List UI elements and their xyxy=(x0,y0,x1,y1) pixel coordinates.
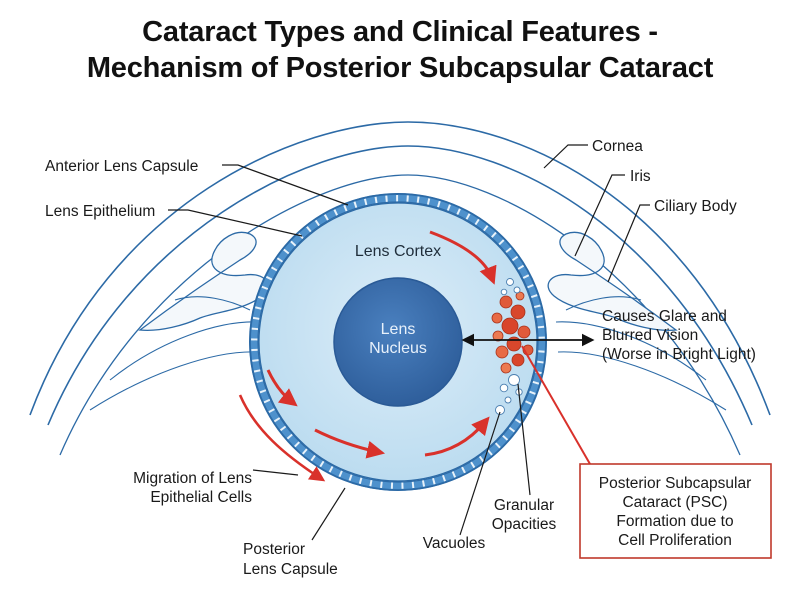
label-iris: Iris xyxy=(630,168,651,185)
lens xyxy=(249,193,547,491)
label-migration-1: Migration of Lens xyxy=(133,470,252,487)
label-posterior-capsule-1: Posterior xyxy=(243,541,305,558)
title-line-1: Cataract Types and Clinical Features - xyxy=(142,16,658,48)
iris-left xyxy=(89,231,269,411)
label-glare-3: (Worse in Bright Light) xyxy=(602,346,756,363)
label-lens-epithelium: Lens Epithelium xyxy=(45,203,155,220)
cell-migration-arrows xyxy=(238,230,497,482)
label-ciliary-body: Ciliary Body xyxy=(654,198,737,215)
label-lens-nucleus-1: Lens xyxy=(381,321,416,338)
label-anterior-lens-capsule: Anterior Lens Capsule xyxy=(45,158,198,175)
label-granular-1: Granular xyxy=(494,497,554,514)
vacuoles xyxy=(495,278,523,415)
cornea-structure xyxy=(29,121,771,456)
psc-line-3: Formation due to xyxy=(616,513,733,530)
iris-right xyxy=(547,231,727,411)
label-glare-1: Causes Glare and xyxy=(602,308,727,325)
label-migration-2: Epithelial Cells xyxy=(150,489,252,506)
psc-line-1: Posterior Subcapsular xyxy=(599,475,752,492)
label-cornea: Cornea xyxy=(592,138,643,155)
label-granular-2: Opacities xyxy=(492,516,557,533)
label-posterior-capsule-2: Lens Capsule xyxy=(243,561,338,578)
psc-line-2: Cataract (PSC) xyxy=(622,494,727,511)
psc-callout-box: Posterior Subcapsular Cataract (PSC) For… xyxy=(579,463,772,559)
label-lens-cortex: Lens Cortex xyxy=(355,243,441,260)
diagram-title: Cataract Types and Clinical Features - M… xyxy=(0,14,800,86)
label-glare-2: Blurred Vision xyxy=(602,327,698,344)
label-vacuoles: Vacuoles xyxy=(423,535,486,552)
title-line-2: Mechanism of Posterior Subcapsular Catar… xyxy=(86,52,714,84)
leader-lines xyxy=(168,144,650,541)
psc-line-4: Cell Proliferation xyxy=(618,532,732,549)
label-lens-nucleus-2: Nucleus xyxy=(369,340,427,357)
